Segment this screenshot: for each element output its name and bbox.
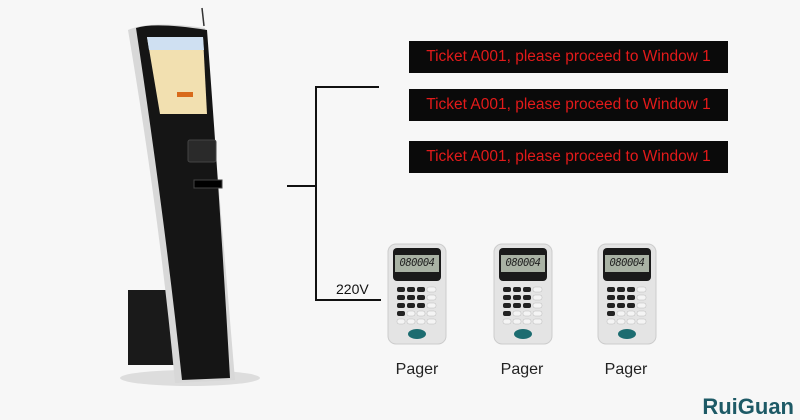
connector-line-top — [315, 86, 379, 88]
power-label: 220V — [336, 281, 369, 297]
pager-display: 080004 — [501, 255, 545, 272]
brand-logo: RuiGuan — [702, 394, 794, 419]
kiosk-image — [120, 7, 260, 386]
call-display-banner: Ticket A001, please proceed to Window 1 — [409, 41, 728, 73]
pager-display: 080004 — [605, 255, 649, 272]
pager-label: Pager — [500, 361, 544, 378]
pager-label: Pager — [604, 361, 648, 378]
pager-device: 080004 — [597, 243, 657, 345]
call-display-banner: Ticket A001, please proceed to Window 1 — [409, 89, 728, 121]
pager-device: 080004 — [387, 243, 447, 345]
connector-line — [287, 185, 317, 187]
connector-bus — [315, 86, 317, 301]
call-display-banner: Ticket A001, please proceed to Window 1 — [409, 141, 728, 173]
pager-label: Pager — [395, 361, 439, 378]
pager-device: 080004 — [493, 243, 553, 345]
connector-line-bottom — [315, 299, 381, 301]
pager-display: 080004 — [395, 255, 439, 272]
